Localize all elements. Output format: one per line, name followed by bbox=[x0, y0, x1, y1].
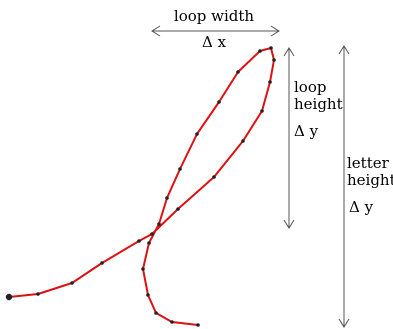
loop-height-label-line2: height bbox=[294, 95, 343, 113]
stroke-sample-point bbox=[269, 46, 273, 50]
stroke-sample-point bbox=[146, 293, 150, 297]
letter-height-symbol: Δ y bbox=[349, 198, 374, 216]
stroke-sample-point bbox=[137, 239, 141, 243]
letter-height-arrowhead-bottom bbox=[338, 318, 350, 328]
stroke-sample-point bbox=[260, 109, 264, 113]
stroke-sample-point bbox=[236, 70, 240, 74]
stroke-sample-point bbox=[70, 281, 74, 285]
stroke-sample-point bbox=[268, 80, 272, 84]
loop-height-label-line1: loop bbox=[294, 78, 326, 96]
letter-height-label-line1: letter bbox=[347, 154, 390, 172]
stroke-sample-point bbox=[150, 232, 154, 236]
stroke-sample-point bbox=[241, 139, 245, 143]
stroke-sample-point bbox=[165, 196, 169, 200]
letter-height-dimension: letter height Δ y bbox=[338, 45, 393, 328]
stroke-sample-point bbox=[212, 175, 216, 179]
stroke-sample-point bbox=[154, 311, 158, 315]
loop-height-symbol: Δ y bbox=[294, 122, 319, 140]
loop-width-arrowhead-left bbox=[151, 25, 161, 37]
loop-width-dimension: loop width Δ x bbox=[151, 7, 280, 51]
stroke-sample-point bbox=[196, 323, 200, 327]
stroke-start-point bbox=[5, 293, 13, 301]
stroke-sample-point bbox=[176, 207, 180, 211]
loop-width-arrowhead-right bbox=[270, 25, 280, 37]
stroke-sample-point bbox=[141, 267, 145, 271]
loop-height-arrowhead-bottom bbox=[283, 219, 295, 229]
stroke-sample-point bbox=[272, 58, 276, 62]
stroke-trajectory bbox=[8, 47, 275, 326]
stroke-sample-point bbox=[178, 167, 182, 171]
stroke-sample-point bbox=[157, 222, 161, 226]
letter-height-label-line2: height bbox=[347, 171, 393, 189]
loop-width-symbol: Δ x bbox=[202, 33, 227, 51]
stroke-sample-point bbox=[100, 261, 104, 265]
loop-height-arrowhead-top bbox=[283, 47, 295, 57]
loop-height-dimension: loop height Δ y bbox=[283, 47, 343, 229]
stroke-sample-point bbox=[170, 320, 174, 324]
stroke-sample-point bbox=[195, 132, 199, 136]
stroke-sample-point bbox=[217, 100, 221, 104]
letter-stroke bbox=[5, 46, 276, 327]
loop-width-label: loop width bbox=[174, 7, 254, 25]
stroke-sample-point bbox=[258, 49, 262, 53]
stroke-sample-points bbox=[5, 46, 276, 327]
letter-height-arrowhead-top bbox=[338, 45, 350, 55]
stroke-sample-point bbox=[36, 292, 40, 296]
stroke-sample-point bbox=[147, 241, 151, 245]
